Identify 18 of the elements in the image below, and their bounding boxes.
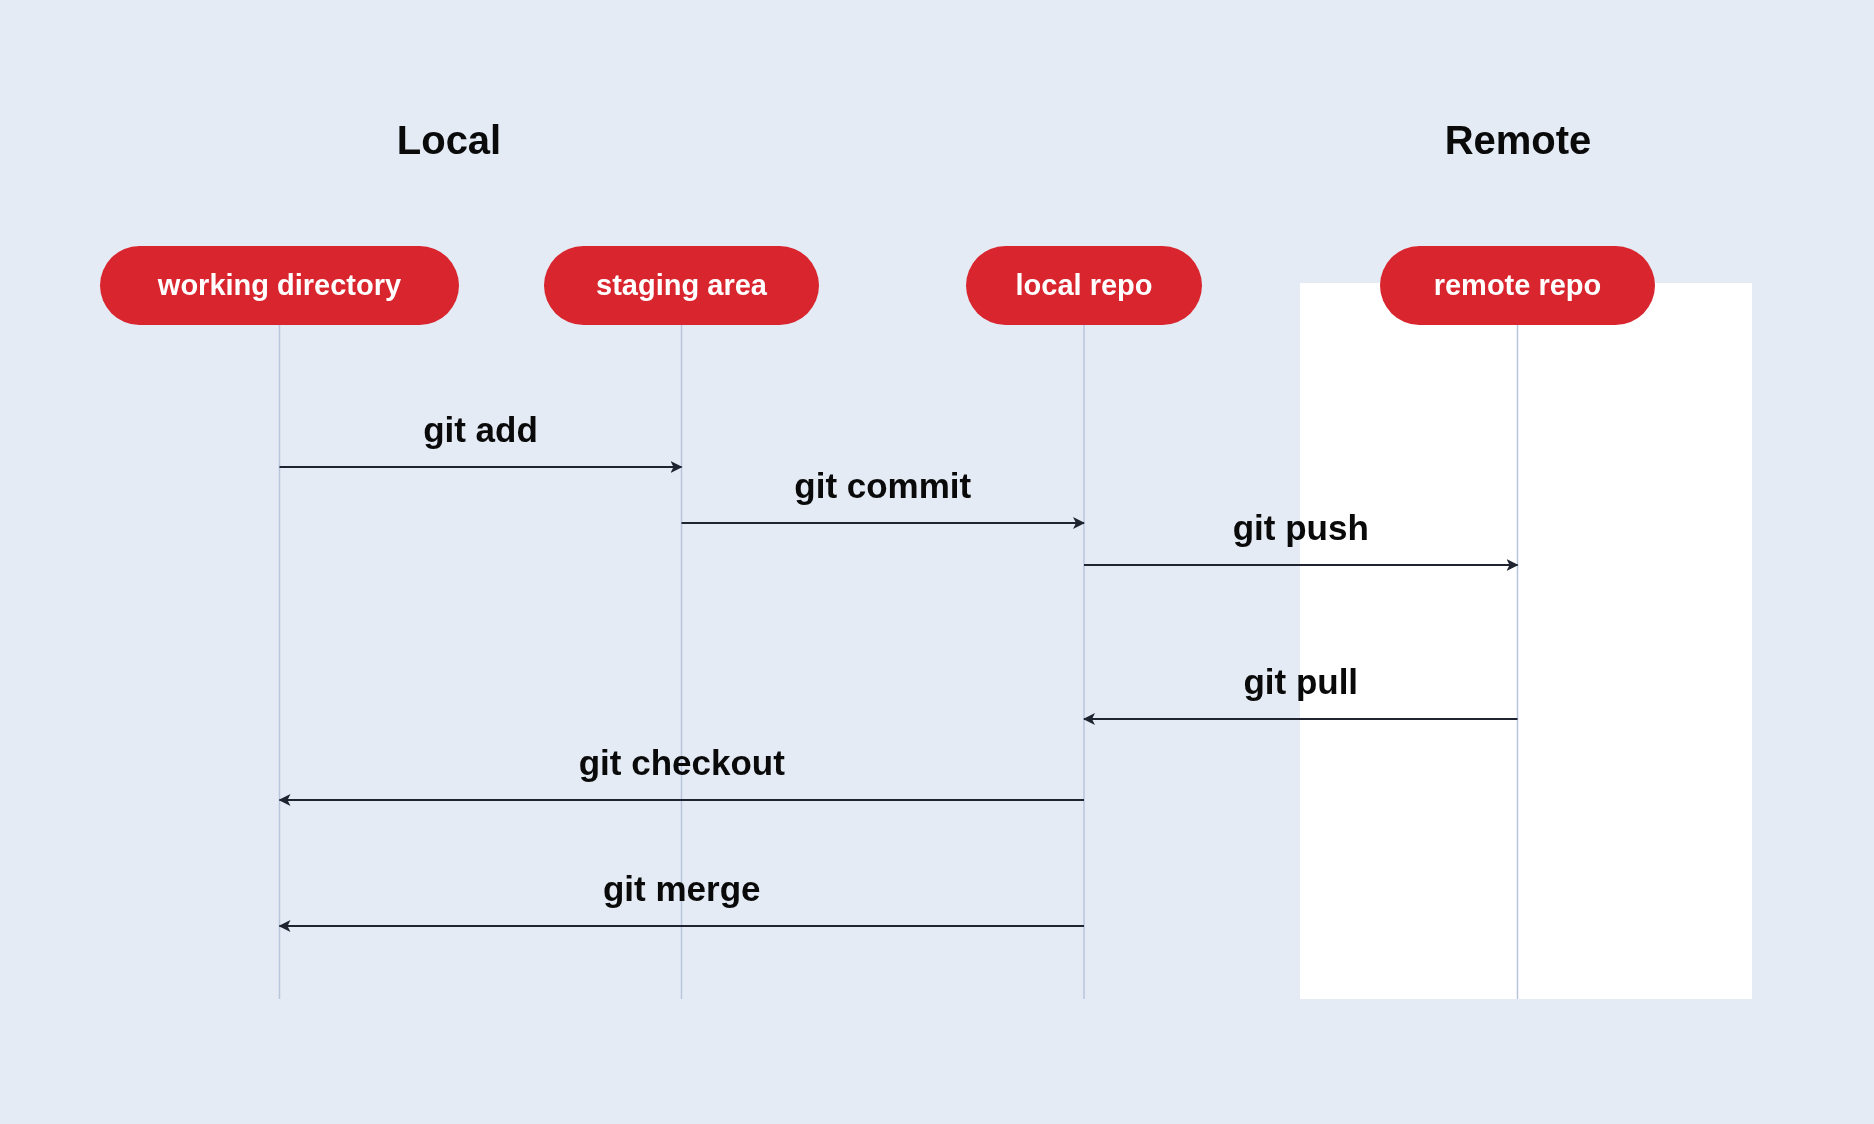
arrow xyxy=(278,794,1085,806)
arrow xyxy=(1083,713,1519,725)
column-heading: Remote xyxy=(1444,120,1592,160)
participant-pill: local repo xyxy=(966,246,1202,325)
edge-label: git add xyxy=(423,412,538,447)
participant-pill: staging area xyxy=(544,246,819,325)
arrow xyxy=(278,461,683,473)
participant-pill: working directory xyxy=(100,246,459,325)
arrow xyxy=(278,920,1085,932)
edge-label: git checkout xyxy=(578,745,785,780)
edge-label: git pull xyxy=(1243,664,1359,699)
arrow xyxy=(1083,559,1519,571)
participant-pill: remote repo xyxy=(1380,246,1655,325)
arrow xyxy=(680,517,1085,529)
column-heading: Local xyxy=(396,120,502,160)
edge-label: git commit xyxy=(794,468,972,503)
edge-label: git push xyxy=(1232,510,1369,545)
edge-label: git merge xyxy=(603,871,761,906)
